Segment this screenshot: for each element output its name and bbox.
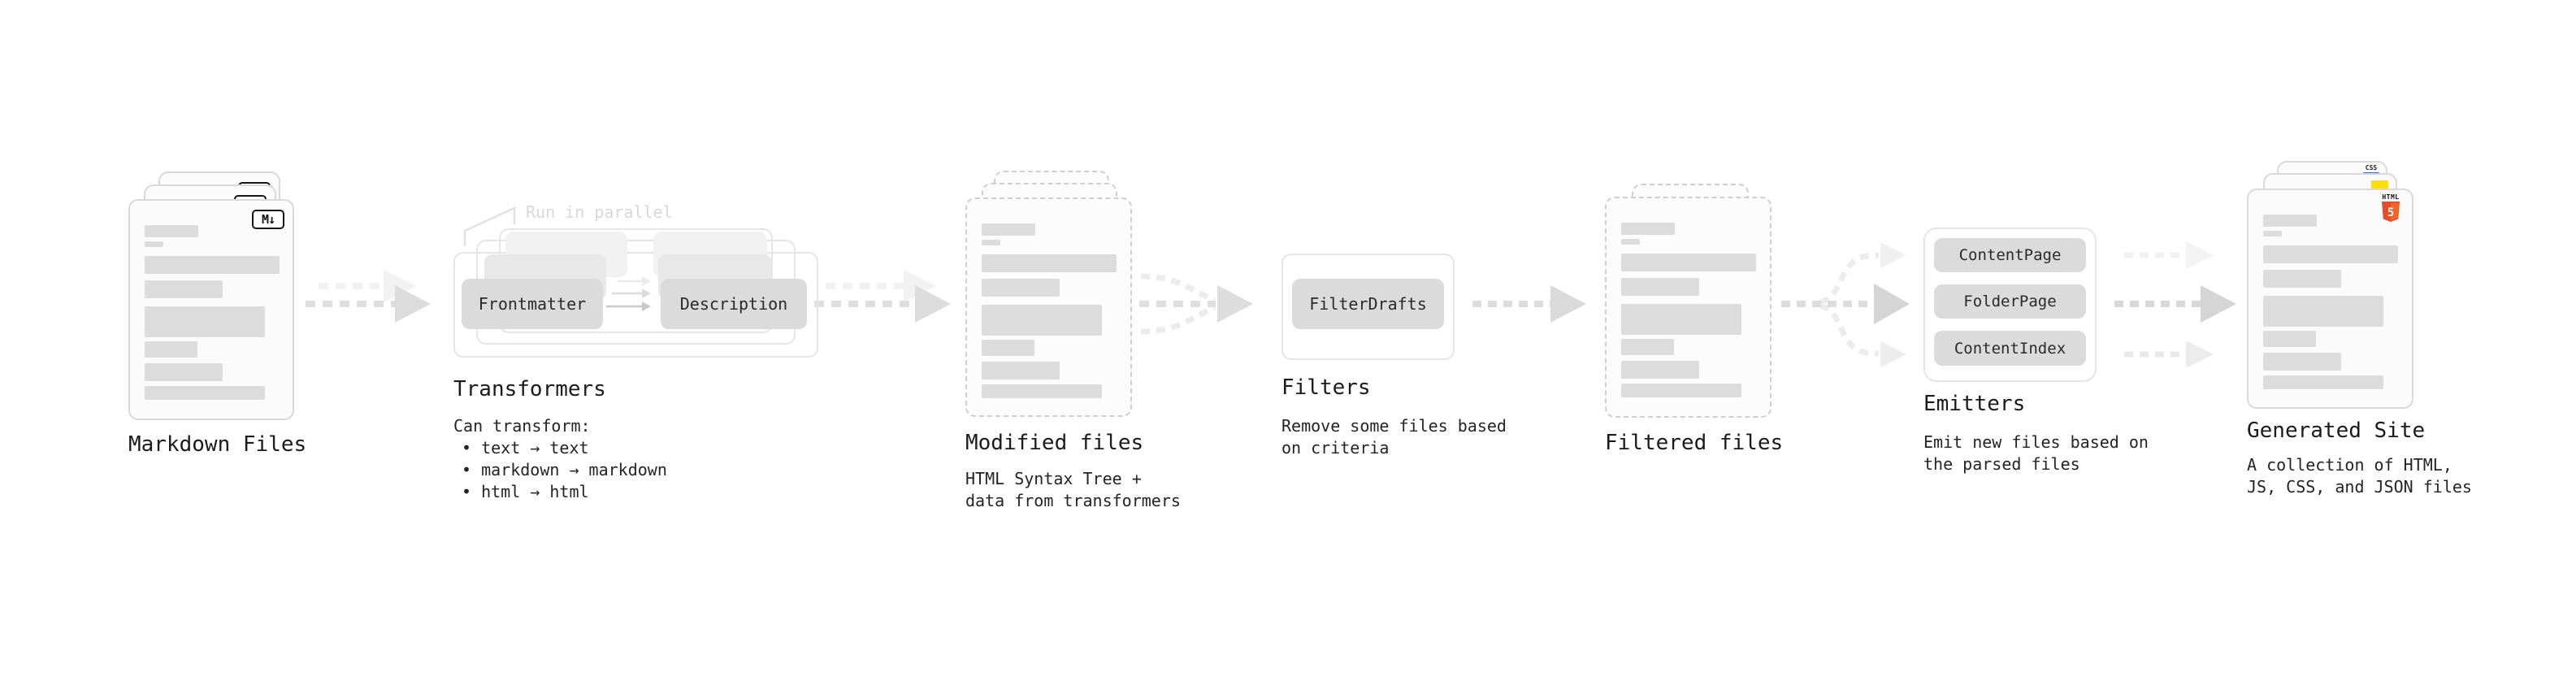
placeholder-bar xyxy=(1621,304,1741,335)
placeholder-bar xyxy=(145,341,197,358)
frontmatter-box: Frontmatter xyxy=(462,279,603,329)
svg-text:5: 5 xyxy=(2387,206,2394,219)
placeholder-bar xyxy=(982,279,1060,297)
filterdrafts-box: FilterDrafts xyxy=(1292,279,1444,329)
placeholder-bar xyxy=(1621,384,1741,397)
html5-icon: HTML 5 xyxy=(2379,193,2402,223)
arrow-transformers-to-modified xyxy=(814,270,951,323)
placeholder-bar xyxy=(2263,270,2341,288)
markdown-file-card: M↓ xyxy=(128,199,294,420)
arrow-markdown-to-transformers xyxy=(306,270,431,323)
contentpage-box: ContentPage xyxy=(1934,238,2086,272)
placeholder-bar xyxy=(1621,278,1699,296)
markdown-icon: M↓ xyxy=(252,210,284,229)
placeholder-bar xyxy=(982,340,1034,356)
placeholder-bar xyxy=(982,362,1060,380)
filtered-files-label: Filtered files xyxy=(1605,431,1784,455)
placeholder-bar xyxy=(145,225,198,237)
placeholder-bar xyxy=(2263,331,2316,347)
arrow-filtered-to-emitters xyxy=(1781,242,1910,367)
transformers-label: Transformers xyxy=(453,377,606,401)
html5-shield: 5 xyxy=(2382,202,2400,222)
generated-site-label: Generated Site xyxy=(2247,419,2426,443)
filters-description: Remove some files based on criteria xyxy=(1281,416,1507,458)
placeholder-bar xyxy=(2263,375,2383,389)
folderpage-box: FolderPage xyxy=(1934,284,2086,319)
placeholder-bar xyxy=(1621,223,1675,235)
arrow-filters-to-filtered xyxy=(1472,285,1586,323)
placeholder-bar xyxy=(2263,296,2383,327)
modified-file-card xyxy=(965,197,1132,417)
html5-icon-label: HTML xyxy=(2382,193,2400,201)
placeholder-bar xyxy=(145,241,163,247)
contentindex-box: ContentIndex xyxy=(1934,331,2086,366)
js-icon xyxy=(2371,180,2388,189)
arrow-emitters-to-site xyxy=(2114,241,2236,368)
transformers-description: Can transform: • text → text • markdown … xyxy=(453,415,667,503)
placeholder-bar xyxy=(982,254,1117,272)
placeholder-bar xyxy=(1621,254,1756,271)
placeholder-bar xyxy=(145,363,223,381)
generated-site-description: A collection of HTML, JS, CSS, and JSON … xyxy=(2247,455,2472,497)
arrow-modified-to-filters xyxy=(1139,273,1253,335)
placeholder-bar xyxy=(2263,231,2282,236)
placeholder-bar xyxy=(982,240,1000,245)
html-file-card: HTML 5 xyxy=(2247,189,2413,409)
markdown-files-label: Markdown Files xyxy=(128,432,307,457)
transformer-layer-frame xyxy=(453,252,818,358)
filters-label: Filters xyxy=(1281,375,1371,400)
bullet-item: • html → html xyxy=(462,482,589,501)
placeholder-bar xyxy=(2263,353,2341,371)
placeholder-bar xyxy=(145,306,265,337)
placeholder-bar xyxy=(1621,339,1674,355)
modified-files-label: Modified files xyxy=(965,431,1144,455)
placeholder-bar xyxy=(145,280,223,298)
placeholder-bar xyxy=(145,256,280,274)
placeholder-bar xyxy=(1621,361,1699,379)
run-in-parallel-note: Run in parallel xyxy=(526,202,673,222)
placeholder-bar xyxy=(1621,239,1640,245)
description-box: Description xyxy=(661,279,807,329)
placeholder-bar xyxy=(982,305,1102,336)
modified-files-description: HTML Syntax Tree + data from transformer… xyxy=(965,469,1181,510)
filtered-file-card xyxy=(1605,197,1772,418)
emitters-description: Emit new files based on the parsed files xyxy=(1923,432,2149,474)
description-line: Can transform: xyxy=(453,416,591,436)
placeholder-bar xyxy=(2263,245,2398,263)
placeholder-bar xyxy=(145,386,265,400)
css-icon-label: CSS xyxy=(2365,164,2378,171)
bullet-item: • text → text xyxy=(462,438,589,458)
placeholder-bar xyxy=(982,384,1102,398)
placeholder-bar xyxy=(2263,215,2317,227)
placeholder-bar xyxy=(982,223,1035,236)
bullet-item: • markdown → markdown xyxy=(462,460,667,479)
emitters-label: Emitters xyxy=(1923,392,2026,416)
